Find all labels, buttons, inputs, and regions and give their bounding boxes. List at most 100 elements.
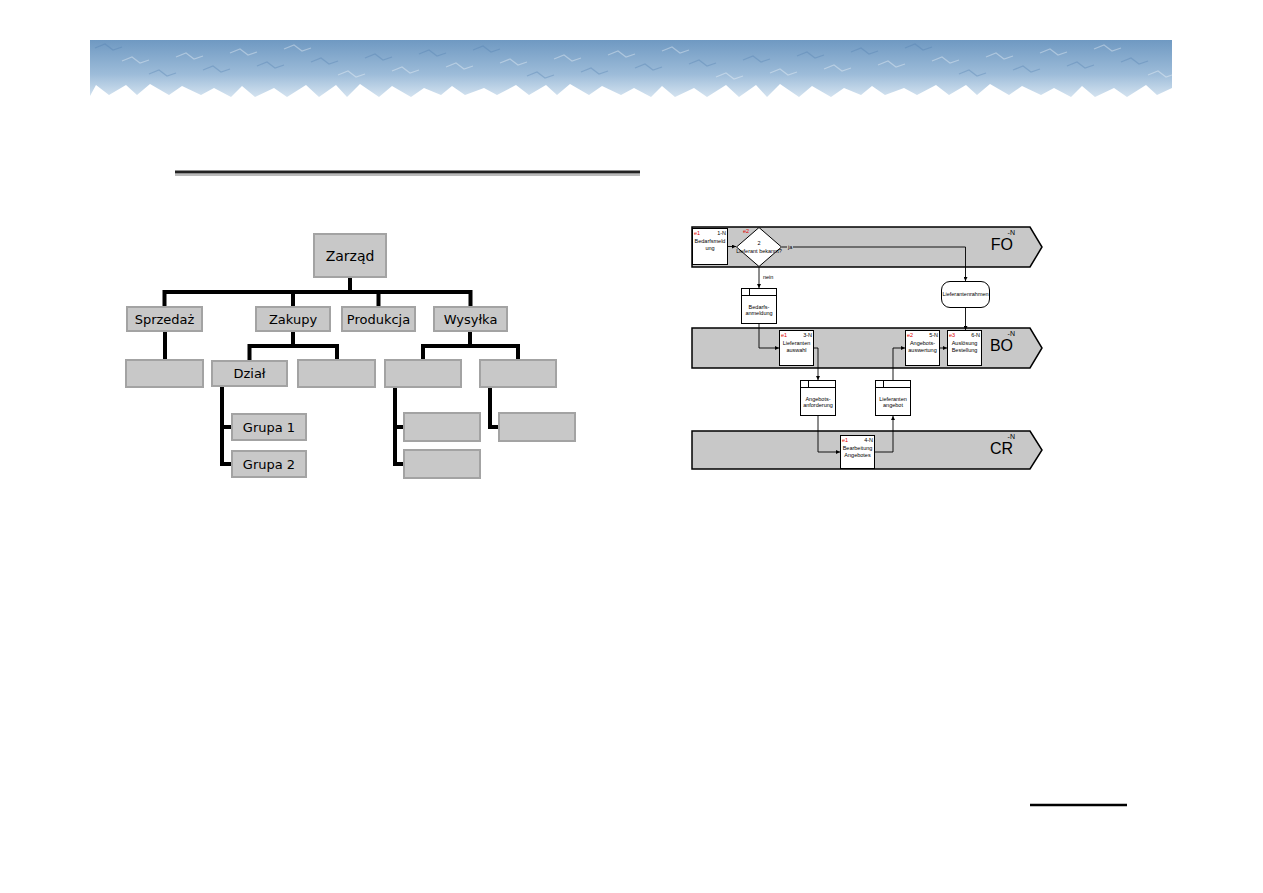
org-connector: [250, 332, 294, 360]
banner-streak: [1067, 62, 1094, 68]
process-box: e1 4-N Bearbeitung Angebotes: [840, 435, 875, 469]
title-rule: [175, 171, 640, 174]
banner-streak: [1040, 49, 1067, 55]
banner-band: [90, 40, 1172, 97]
empty-box: [480, 360, 556, 387]
box-header: e1 4-N: [842, 437, 873, 443]
step-number: -N: [1008, 229, 1015, 236]
banner-streak: [581, 68, 608, 74]
flow-arrow: [893, 348, 905, 380]
empty-box: [499, 413, 575, 441]
document-header: [742, 289, 776, 296]
banner-streak: [284, 45, 311, 51]
edge-label: ja: [787, 244, 793, 250]
band-label: -NBO: [990, 330, 1013, 355]
banner-streak: [473, 46, 500, 52]
banner-streak: [797, 52, 824, 58]
step-number: 3-N: [803, 332, 812, 338]
document-header: [876, 381, 910, 388]
banner-streak: [122, 57, 149, 63]
org-box: Sprzedaż: [126, 306, 203, 332]
node-text: Lieferantenrahmen: [942, 291, 988, 297]
event-number: e1: [842, 437, 848, 443]
flow-arrow: [965, 308, 966, 330]
empty-box: [404, 413, 480, 441]
empty-box: [385, 360, 461, 387]
process-box: e25-NAngebots- auswertung: [905, 330, 940, 366]
node-text: Auslösung Bestellung: [949, 340, 980, 353]
node-text: Bearbeitung Angebotes: [842, 445, 873, 458]
banner-streak: [95, 44, 122, 50]
node-text: Angebots- anforderung: [802, 396, 834, 409]
banner-streak: [851, 48, 878, 54]
node-text: Sprzedaż: [135, 312, 195, 327]
banner-texture: [95, 44, 1175, 79]
empty-box: [126, 360, 203, 387]
banner-streak: [959, 70, 986, 76]
box-header: e36-N: [949, 332, 980, 338]
flow-arrow: [818, 416, 840, 452]
flow-arrow: [875, 416, 893, 452]
flow-arrow: [759, 267, 760, 288]
band-outline: [692, 431, 1042, 469]
banner-streak: [608, 51, 635, 57]
org-connector: [293, 278, 350, 306]
terminator-box: Lieferantenrahmen: [941, 281, 990, 308]
banner-streak: [554, 55, 581, 61]
step-number: 6-N: [971, 332, 980, 338]
process-box: e36-N Auslösung Bestellung: [947, 330, 982, 366]
step-number: 5-N: [929, 332, 938, 338]
org-connector: [165, 278, 351, 306]
swimlane-band: -NCRe14-NBearbeitung Angebotes: [691, 430, 1043, 470]
banner-streak: [1148, 71, 1175, 77]
node-text: Grupa 2: [243, 457, 295, 472]
empty-org-boxes: [126, 360, 575, 478]
flow-arrow: [759, 324, 779, 348]
banner-streak: [500, 59, 527, 65]
step-number: -N: [1008, 433, 1015, 440]
empty-box: [298, 360, 375, 387]
band-outline: [692, 328, 1042, 368]
banner-streak: [338, 71, 365, 77]
banner-streak: [743, 56, 770, 62]
banner-streak: [689, 60, 716, 66]
banner-streak: [770, 69, 797, 75]
banner-streak: [1094, 45, 1121, 51]
flow-arrow: [782, 247, 966, 281]
step-number: FO: [991, 236, 1013, 254]
org-box: Produkcja: [341, 306, 416, 332]
diamond-shape: [736, 227, 782, 267]
box-header: e11-N: [694, 230, 726, 236]
banner-streak: [230, 49, 257, 55]
org-box: Dział: [211, 360, 288, 387]
step-number: 4-N: [864, 437, 873, 443]
step-number: 2: [757, 240, 760, 246]
edge-label: nein: [762, 274, 774, 280]
band-label: -NFO: [991, 229, 1013, 254]
document-box: Lieferanten angebot: [875, 380, 911, 416]
swimlane-band: -NBO e1 3-N Lieferanten auswahl e25-NAngebot…: [691, 327, 1043, 369]
banner-streak: [176, 53, 203, 59]
process-box: e1 3-N Lieferanten auswahl: [779, 330, 814, 366]
banner-streak: [905, 44, 932, 50]
node-text: Dział: [233, 366, 265, 381]
org-line: [393, 387, 404, 466]
banner-streak: [878, 61, 905, 67]
decision-diamond: e22Lieferant bekannt?: [736, 227, 782, 267]
banner-streak: [446, 63, 473, 69]
banner-streak: [392, 67, 419, 73]
org-lines: [165, 330, 520, 466]
node-text: Bedarfs- anmeldung: [743, 304, 775, 317]
step-number: 1-N: [717, 230, 726, 236]
event-number: e1: [781, 332, 787, 338]
diamond-outline: [737, 228, 782, 267]
banner-streak: [824, 65, 851, 71]
banner-streak: [203, 66, 230, 72]
header-banner: [90, 40, 1175, 97]
node-text: Zakupy: [269, 312, 317, 327]
node-text: Lieferanten auswahl: [781, 340, 812, 353]
node-text: Grupa 1: [243, 420, 295, 435]
title-rule-shadow: [175, 174, 640, 176]
banner-streak: [716, 73, 743, 79]
org-line: [163, 330, 167, 360]
